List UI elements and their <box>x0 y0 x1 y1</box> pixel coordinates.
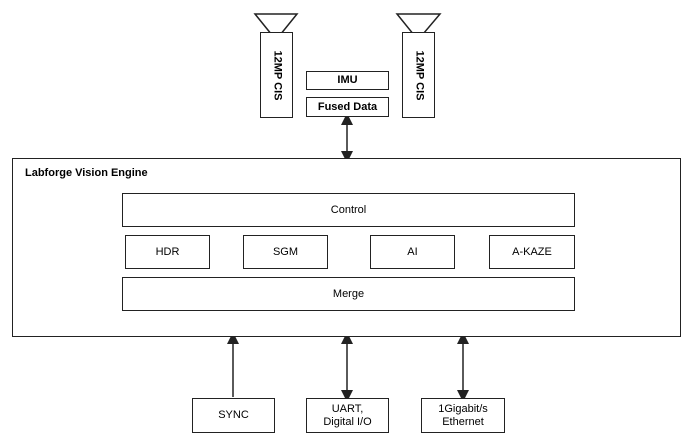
left-cis-sensor: 12MP CIS <box>260 32 293 118</box>
right-cis-label: 12MP CIS <box>413 50 425 100</box>
fused-data-box: Fused Data <box>306 97 389 117</box>
module-ai-label: AI <box>407 245 418 258</box>
right-antenna-icon <box>395 13 442 42</box>
control-label: Control <box>330 203 367 216</box>
sync-label: SYNC <box>218 409 249 421</box>
module-sgm: SGM <box>243 235 328 269</box>
control-box: Control <box>122 193 575 227</box>
module-akaze: A-KAZE <box>489 235 575 269</box>
module-ai: AI <box>370 235 455 269</box>
merge-box: Merge <box>122 277 575 311</box>
imu-label: IMU <box>337 74 358 86</box>
vision-engine-title: Labforge Vision Engine <box>25 167 148 179</box>
fused-data-label: Fused Data <box>317 100 378 113</box>
left-antenna-icon <box>253 13 299 42</box>
uart-box: UART, Digital I/O <box>306 398 389 433</box>
merge-label: Merge <box>332 287 365 300</box>
left-cis-label: 12MP CIS <box>271 50 283 100</box>
module-hdr-label: HDR <box>155 245 180 258</box>
ethernet-label: 1Gigabit/s Ethernet <box>438 402 488 428</box>
module-hdr: HDR <box>125 235 210 269</box>
imu-box: IMU <box>306 71 389 90</box>
ethernet-box: 1Gigabit/s Ethernet <box>421 398 505 433</box>
sync-box: SYNC <box>192 398 275 433</box>
module-akaze-label: A-KAZE <box>512 245 552 258</box>
right-cis-sensor: 12MP CIS <box>402 32 435 118</box>
module-sgm-label: SGM <box>272 245 299 258</box>
uart-label: UART, Digital I/O <box>323 402 372 428</box>
